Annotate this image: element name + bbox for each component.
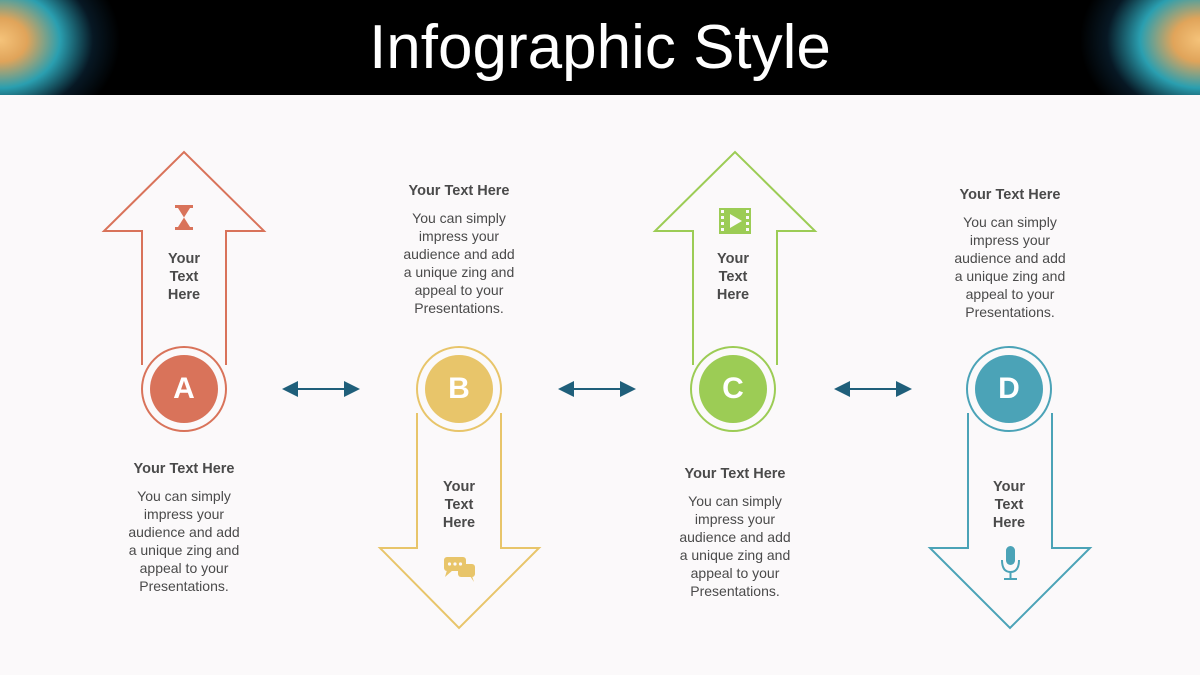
letter-a: A bbox=[173, 372, 195, 405]
arrow-d-label-line1: Your bbox=[993, 479, 1025, 495]
text-block-d-line: a unique zing and bbox=[954, 268, 1066, 284]
text-block-d-body: You can simply impress your audience and… bbox=[930, 213, 1090, 321]
text-block-b: Your Text Here You can simply impress yo… bbox=[379, 182, 539, 317]
arrow-a-label-line1: Your bbox=[168, 251, 200, 267]
text-block-c: Your Text Here You can simply impress yo… bbox=[655, 465, 815, 600]
video-icon bbox=[719, 208, 751, 234]
arrow-a bbox=[101, 150, 267, 432]
arrow-c-label-line1: Your bbox=[717, 251, 749, 267]
text-block-a-line: audience and add bbox=[128, 524, 240, 540]
text-block-d-heading: Your Text Here bbox=[959, 187, 1061, 203]
text-block-b-heading: Your Text Here bbox=[408, 183, 510, 199]
header-banner: Infographic Style bbox=[0, 0, 1200, 95]
arrow-c-outline bbox=[652, 150, 818, 365]
circle-d bbox=[975, 355, 1043, 423]
text-block-b-line: Presentations. bbox=[414, 300, 504, 316]
text-block-b-line: a unique zing and bbox=[403, 264, 515, 280]
arrow-b-outline bbox=[377, 413, 542, 630]
text-block-c-line: impress your bbox=[694, 511, 776, 527]
letter-d: D bbox=[998, 372, 1020, 405]
letter-b: B bbox=[448, 372, 470, 405]
arrow-a-label-line2: Text bbox=[169, 269, 199, 285]
text-block-d-line: You can simply bbox=[963, 214, 1057, 230]
circle-c bbox=[699, 355, 767, 423]
chat-bubbles-icon bbox=[444, 557, 475, 582]
arrow-d-outline bbox=[927, 413, 1093, 630]
text-block-b-line: appeal to your bbox=[414, 282, 504, 298]
arrow-c-label: Your Text Here bbox=[693, 250, 773, 304]
text-block-c-line: You can simply bbox=[688, 493, 782, 509]
arrow-d bbox=[927, 346, 1093, 630]
text-block-c-line: audience and add bbox=[679, 529, 791, 545]
text-block-b-line: You can simply bbox=[412, 210, 506, 226]
text-block-a-heading: Your Text Here bbox=[133, 461, 235, 477]
letter-c: C bbox=[722, 372, 744, 405]
hourglass-icon bbox=[175, 205, 193, 230]
text-block-a-line: Presentations. bbox=[139, 578, 229, 594]
text-block-c-line: appeal to your bbox=[690, 565, 780, 581]
text-block-a-line: a unique zing and bbox=[128, 542, 240, 558]
arrow-a-outline bbox=[101, 150, 267, 365]
text-block-a-line: You can simply bbox=[137, 488, 231, 504]
text-block-b-line: audience and add bbox=[403, 246, 515, 262]
arrow-a-label: Your Text Here bbox=[144, 250, 224, 304]
arrow-b-label-line3: Here bbox=[442, 515, 476, 531]
page-title: Infographic Style bbox=[369, 13, 831, 82]
text-block-a: Your Text Here You can simply impress yo… bbox=[104, 460, 264, 595]
arrow-c-label-line2: Text bbox=[718, 269, 748, 285]
arrow-c-label-line3: Here bbox=[716, 287, 750, 303]
arrow-a-label-line3: Here bbox=[167, 287, 201, 303]
text-block-d-line: Presentations. bbox=[965, 304, 1055, 320]
arrow-b-label-line2: Text bbox=[444, 497, 474, 513]
text-block-c-body: You can simply impress your audience and… bbox=[655, 492, 815, 600]
microphone-icon bbox=[1001, 546, 1020, 580]
arrow-d-label-line3: Here bbox=[992, 515, 1026, 531]
text-block-a-line: impress your bbox=[143, 506, 225, 522]
text-block-c-line: a unique zing and bbox=[679, 547, 791, 563]
arrow-d-label-line2: Text bbox=[994, 497, 1024, 513]
arrow-b-label-line1: Your bbox=[443, 479, 475, 495]
text-block-d-line: impress your bbox=[969, 232, 1051, 248]
text-block-b-body: You can simply impress your audience and… bbox=[379, 209, 539, 317]
text-block-c-heading: Your Text Here bbox=[684, 466, 786, 482]
text-block-d-line: audience and add bbox=[954, 250, 1066, 266]
circle-b bbox=[425, 355, 493, 423]
text-block-a-body: You can simply impress your audience and… bbox=[104, 487, 264, 595]
text-block-b-line: impress your bbox=[418, 228, 500, 244]
arrow-b bbox=[377, 346, 542, 630]
arrow-d-label: Your Text Here bbox=[969, 478, 1049, 532]
text-block-d-line: appeal to your bbox=[965, 286, 1055, 302]
text-block-c-line: Presentations. bbox=[690, 583, 780, 599]
text-block-d: Your Text Here You can simply impress yo… bbox=[930, 186, 1090, 321]
arrow-c bbox=[652, 150, 818, 432]
circle-a bbox=[150, 355, 218, 423]
text-block-a-line: appeal to your bbox=[139, 560, 229, 576]
arrow-b-label: Your Text Here bbox=[419, 478, 499, 532]
